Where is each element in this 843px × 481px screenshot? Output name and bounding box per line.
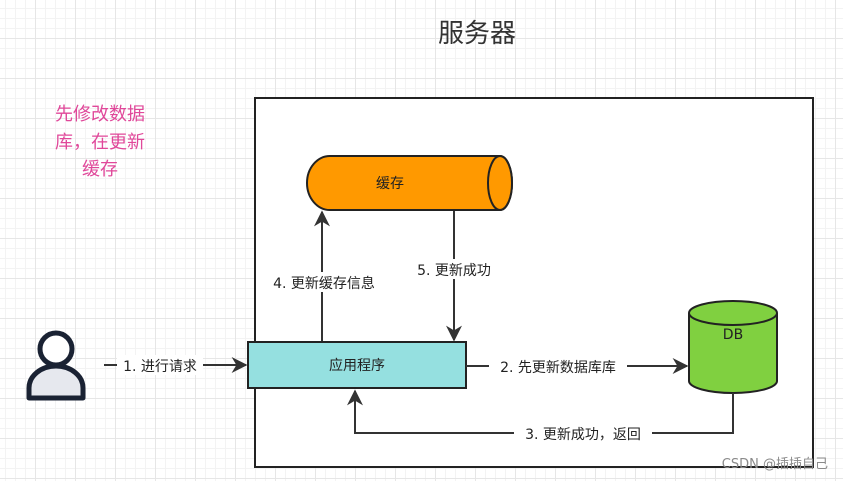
edge-update-db-label: 2. 先更新数据库库 bbox=[500, 360, 616, 376]
edge-return-label: 3. 更新成功，返回 bbox=[525, 427, 641, 443]
edge-request-label: 1. 进行请求 bbox=[123, 359, 197, 375]
edge-cache-success: 5. 更新成功 bbox=[411, 211, 497, 342]
edge-cache-success-label: 5. 更新成功 bbox=[417, 263, 491, 279]
app-label: 应用程序 bbox=[329, 357, 385, 374]
note-line-2: 库，在更新 bbox=[55, 132, 145, 153]
edge-request: 1. 进行请求 bbox=[104, 355, 248, 375]
note-line-3: 缓存 bbox=[82, 159, 118, 180]
edge-update-db: 2. 先更新数据库库 bbox=[466, 356, 689, 376]
cache-label: 缓存 bbox=[376, 176, 404, 192]
watermark: CSDN @插插自己 bbox=[722, 457, 828, 472]
db-label: DB bbox=[723, 327, 743, 343]
db-node: DB bbox=[688, 300, 778, 394]
app-node: 应用程序 bbox=[247, 341, 467, 389]
cache-node: 缓存 bbox=[306, 155, 513, 211]
edge-update-cache: 4. 更新缓存信息 bbox=[264, 210, 384, 341]
user-icon bbox=[26, 330, 86, 401]
edge-update-cache-label: 4. 更新缓存信息 bbox=[273, 275, 375, 292]
edge-return: 3. 更新成功，返回 bbox=[347, 389, 734, 443]
diagram-title: 服务器 bbox=[438, 19, 516, 49]
note-line-1: 先修改数据 bbox=[55, 104, 145, 125]
note-text: 先修改数据 库，在更新 缓存 bbox=[55, 104, 145, 180]
